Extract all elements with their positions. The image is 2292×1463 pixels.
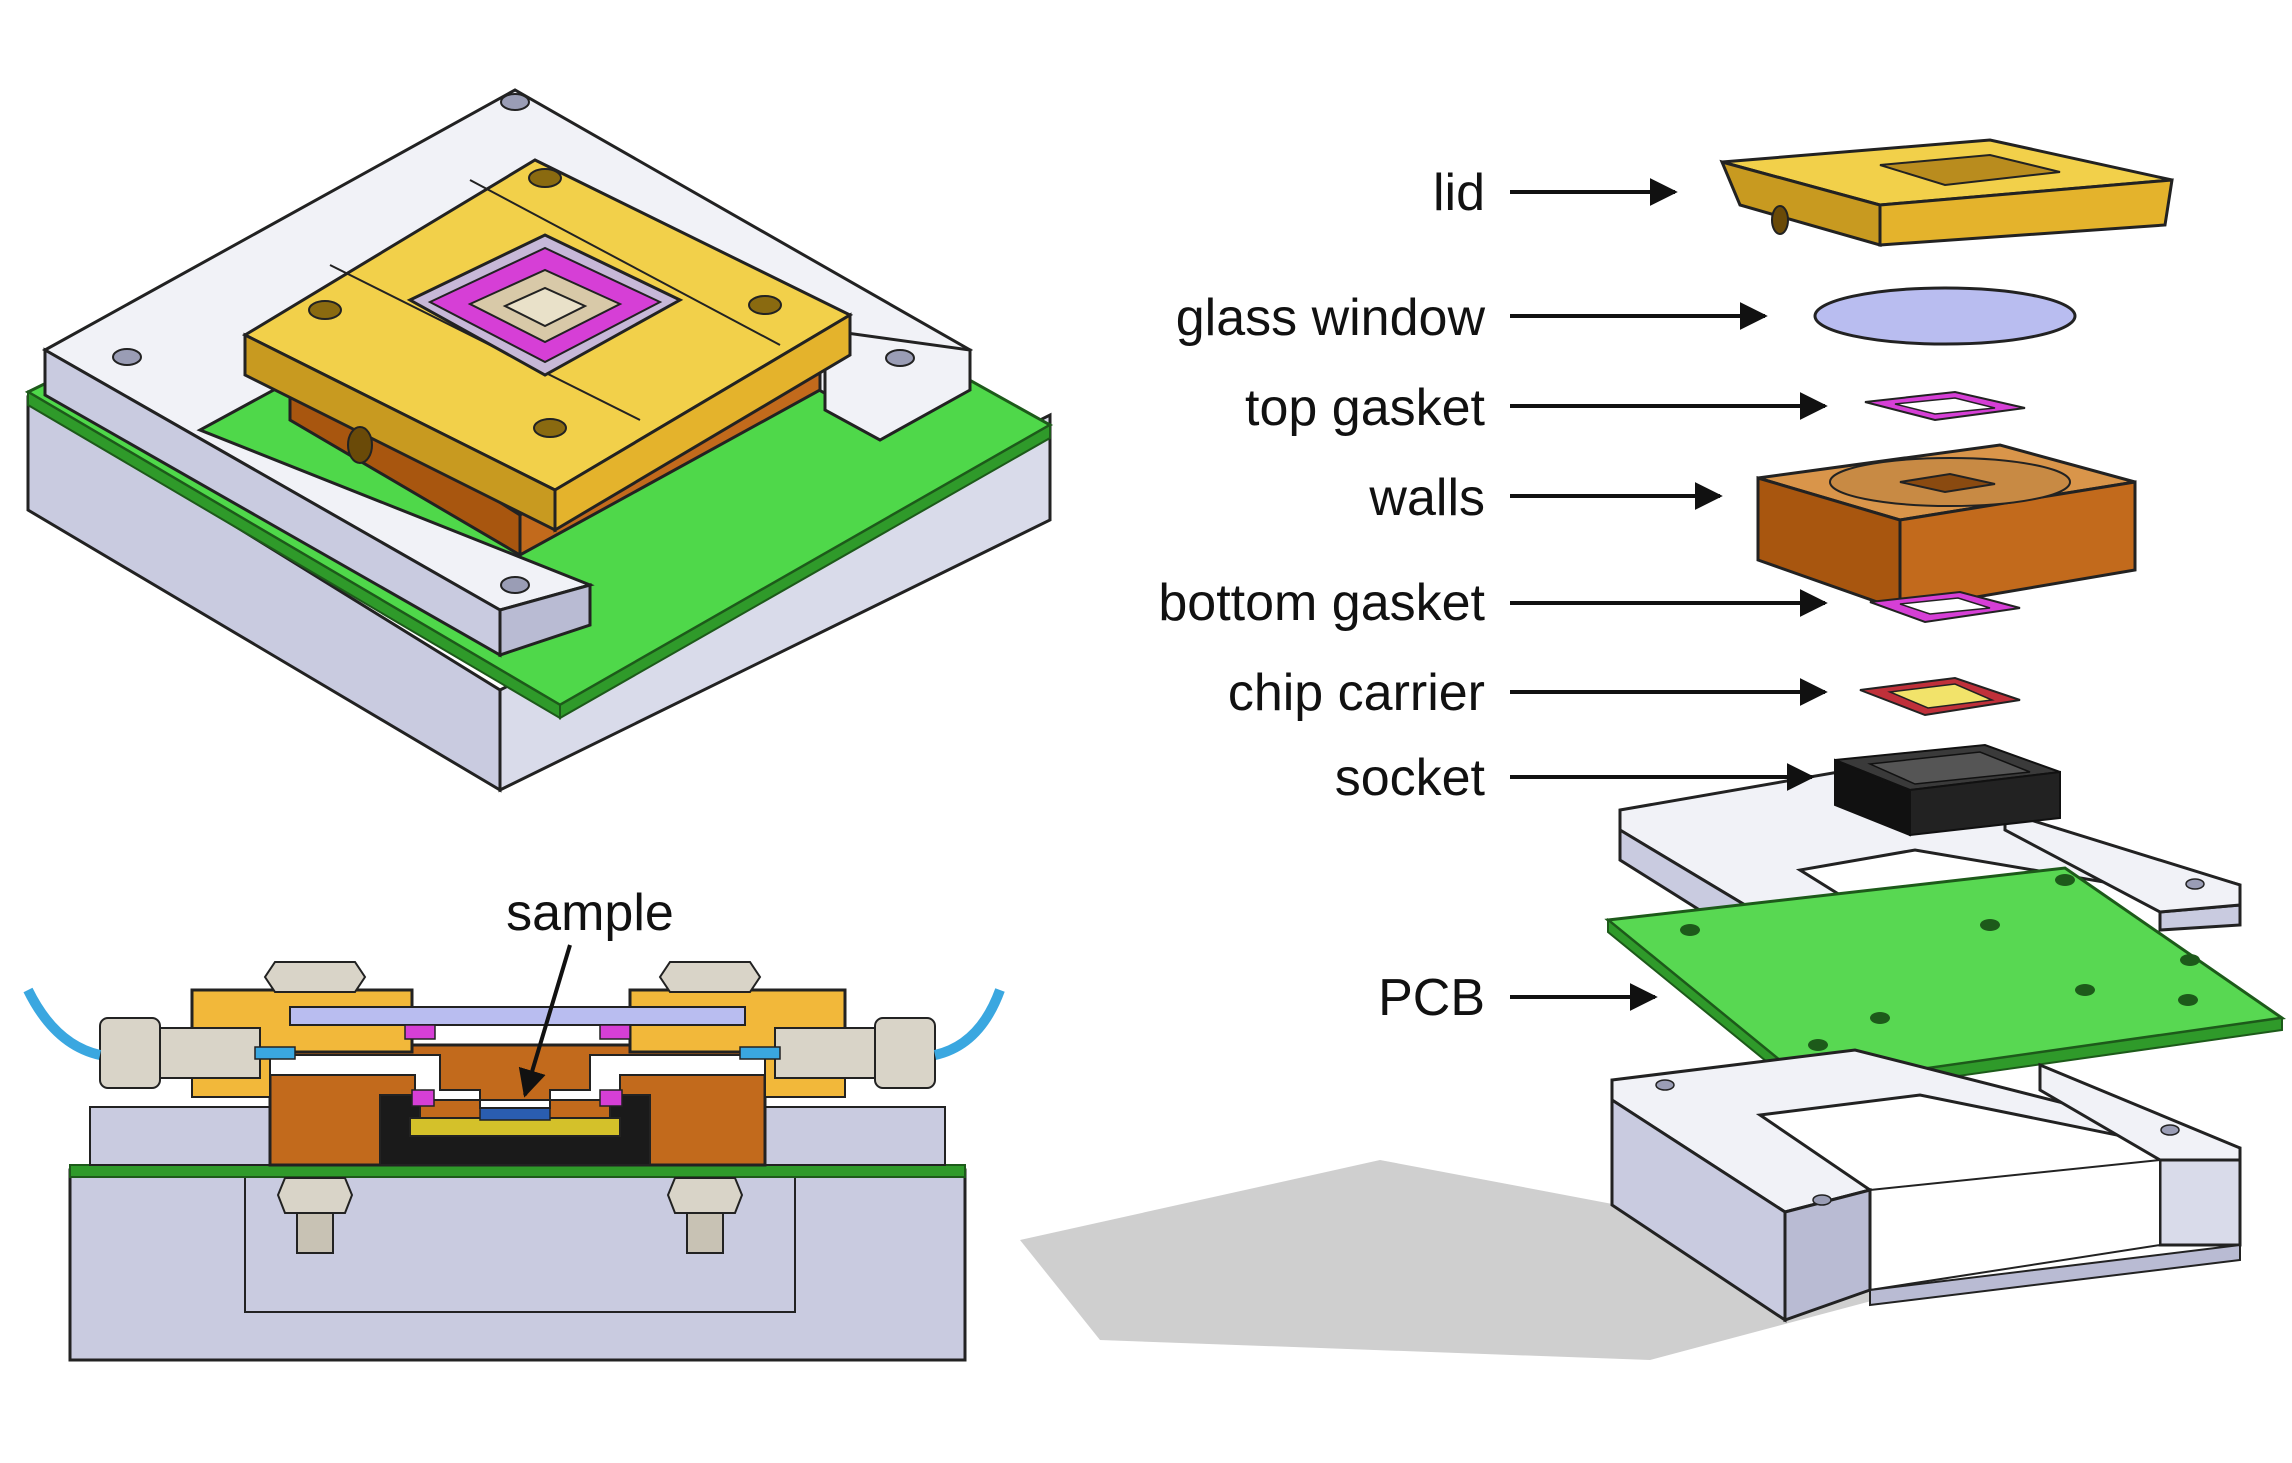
section-nut-left (263, 961, 367, 993)
section-tube-left-inner (254, 1046, 296, 1060)
exploded-lid (1719, 138, 2174, 247)
exploded-socket-side (1909, 770, 2061, 837)
section-pcb (69, 1164, 966, 1178)
exploded-walls (1756, 443, 2137, 613)
label-top-gasket: top gasket (1245, 379, 1485, 437)
label-socket: socket (1335, 749, 1486, 807)
lid-hole (748, 295, 782, 315)
section-base (68, 1168, 967, 1362)
lid-side-hole (347, 426, 373, 464)
pcb-layer-edge-right (559, 423, 1051, 720)
section-top-gasket-right (599, 1024, 631, 1040)
exploded-base-hole (1655, 1079, 1675, 1091)
exploded-chip (1887, 683, 1995, 709)
section-frame-left (89, 1106, 291, 1166)
pcb-hole (1680, 924, 1700, 936)
assembled-view (24, 88, 1054, 793)
exploded-base-hole (1812, 1194, 1832, 1206)
exploded-base-inner-right (2158, 1158, 2242, 1247)
pcb-hole (2180, 954, 2200, 966)
section-sample (479, 1107, 551, 1121)
section-fitting-left-head (99, 1017, 161, 1089)
exploded-base-front-right2 (1869, 1243, 2241, 1307)
pcb-hole (2178, 994, 2198, 1006)
section-nut-right (658, 961, 762, 993)
pcb-hole (2075, 984, 2095, 996)
label-glass-window: glass window (1176, 289, 1486, 347)
frame-hole (885, 349, 915, 367)
top-frame-front-edge2 (498, 583, 592, 658)
pcb-hole (1870, 1012, 1890, 1024)
label-lid: lid (1433, 164, 1485, 222)
exploded-u-frame-arm-right (2003, 809, 2242, 914)
label-bottom-gasket: bottom gasket (1158, 574, 1485, 632)
exploded-glass-window (1813, 286, 2077, 346)
pcb-hole (1980, 919, 2000, 931)
section-glass-window (289, 1006, 746, 1026)
exploded-bottom-gasket-hole (1899, 597, 1991, 615)
exploded-frame-hole (2185, 878, 2205, 890)
section-bottom-gasket-left (411, 1089, 435, 1107)
label-walls: walls (1368, 469, 1485, 527)
section-bolt-shaft-left (296, 1212, 334, 1254)
label-pcb: PCB (1378, 969, 1485, 1027)
labels: lid glass window top gasket walls bottom… (1158, 164, 1828, 1027)
section-bottom-gasket-right (599, 1089, 623, 1107)
exploded-top-gasket-hole (1894, 397, 1996, 415)
frame-hole (500, 93, 530, 111)
exploded-walls-center (1899, 472, 1996, 494)
exploded-lid-hole (1771, 205, 1789, 235)
chamber-floor (502, 286, 588, 328)
section-fitting-left-thread (149, 1027, 261, 1079)
section-fitting-right-head (874, 1017, 936, 1089)
exploded-lid-window (1879, 153, 2061, 187)
lid-split-line (469, 179, 781, 346)
exploded-socket-cavity (1867, 751, 2031, 785)
section-frame-right (744, 1106, 946, 1166)
lid-hole (528, 168, 562, 188)
section-top-gasket-left (404, 1024, 436, 1040)
frame-hole (500, 576, 530, 594)
shadow (1020, 1160, 1950, 1360)
lid-hole (533, 418, 567, 438)
exploded-view (1020, 138, 2287, 1360)
section-bolt-head-left (276, 1177, 354, 1214)
label-chip-carrier: chip carrier (1228, 664, 1485, 722)
exploded-base-hole (2160, 1124, 2180, 1136)
pcb-hole (1808, 1039, 1828, 1051)
exploded-lid-side (1878, 178, 2174, 247)
pcb-hole (2055, 874, 2075, 886)
cross-section-view: sample (23, 884, 1005, 1362)
exploded-walls-side (1898, 480, 2137, 612)
top-frame-right-arm (823, 328, 972, 442)
section-bolt-head-right (666, 1177, 744, 1214)
section-tube-left (23, 987, 102, 1060)
lid-hole (308, 300, 342, 320)
section-tube-right (933, 988, 1005, 1060)
section-tube-right-inner (739, 1046, 781, 1060)
label-sample: sample (506, 884, 674, 942)
lid-side (553, 312, 852, 533)
section-fitting-right-thread (774, 1027, 886, 1079)
section-bolt-shaft-right (686, 1212, 724, 1254)
arrow-sample (518, 944, 572, 1098)
frame-hole (112, 348, 142, 366)
